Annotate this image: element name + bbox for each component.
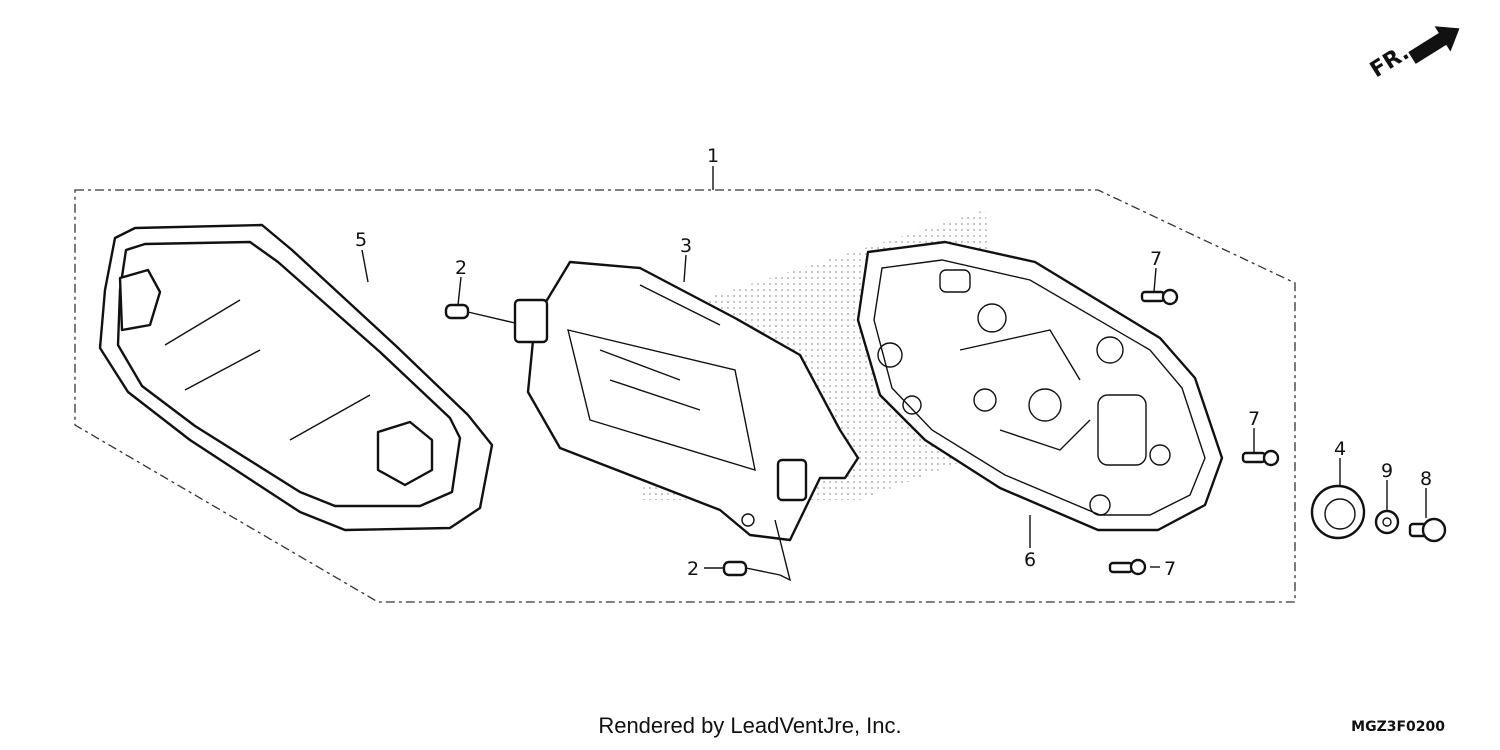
- assembly-boundary: [74, 189, 1296, 603]
- callout-1: 1: [707, 145, 719, 167]
- grommet-4-part: [1310, 484, 1366, 540]
- screw-7-lower: [1108, 558, 1147, 576]
- front-direction-indicator: FR.: [1366, 26, 1460, 83]
- callout-8: 8: [1420, 468, 1432, 490]
- drawing-code: MGZ3F0200: [1351, 719, 1445, 735]
- bolt-8-part: [1408, 517, 1447, 543]
- meter-visor-part: [98, 223, 494, 532]
- screw-2-upper: [444, 303, 516, 324]
- callout-2-upper: 2: [455, 257, 467, 279]
- leader-lines: [361, 166, 1427, 582]
- callout-6: 6: [1024, 549, 1036, 571]
- front-label: FR.: [1366, 40, 1414, 83]
- screw-2-lower: [722, 560, 781, 577]
- meter-case-part: [856, 240, 1224, 532]
- callout-5: 5: [355, 229, 367, 251]
- callout-7-middle: 7: [1248, 408, 1260, 430]
- callout-9: 9: [1381, 460, 1393, 482]
- callout-7-lower: 7: [1164, 558, 1176, 580]
- washer-9-part: [1374, 509, 1400, 535]
- callout-4: 4: [1334, 438, 1346, 460]
- callout-7-upper: 7: [1150, 248, 1162, 270]
- screw-7-middle: [1241, 449, 1280, 467]
- footer-credit: Rendered by LeadVentJre, Inc.: [598, 713, 901, 738]
- meter-unit-part: [513, 260, 860, 542]
- front-arrow-icon: [1408, 26, 1460, 64]
- callout-2-lower: 2: [687, 558, 699, 580]
- screw-7-upper: [1140, 288, 1179, 306]
- callout-3: 3: [680, 235, 692, 257]
